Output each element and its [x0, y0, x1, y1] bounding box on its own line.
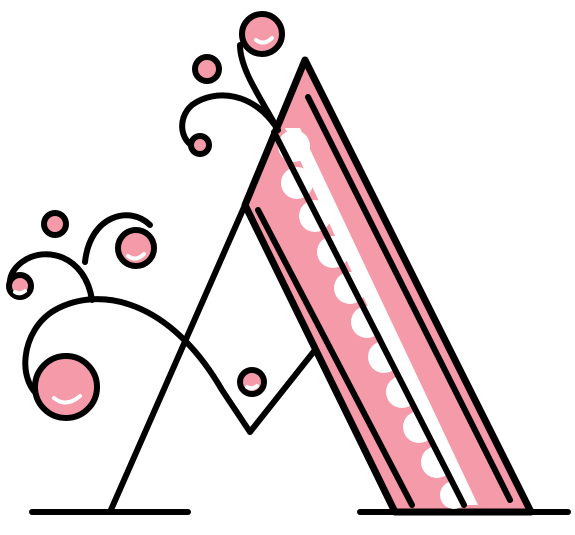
bubble-top-small	[192, 54, 222, 84]
bubble-bottom-large	[32, 353, 100, 421]
bubble-top-large	[239, 11, 285, 57]
highlight-bottom-large	[52, 394, 82, 405]
bubble-left-small	[41, 210, 69, 238]
middle-swirl	[82, 212, 153, 265]
upper-swirl	[179, 92, 281, 151]
inner-line-center	[271, 129, 467, 508]
pink-stroke-fill	[241, 56, 535, 516]
bubble-upper-swirl	[188, 133, 212, 157]
top-stem	[237, 42, 281, 133]
inner-line-left	[255, 207, 415, 508]
left-leg-line	[107, 202, 248, 515]
pink-right-stroke	[241, 56, 535, 516]
crossbar-swirl	[22, 296, 318, 435]
highlight-crossbar	[245, 384, 259, 391]
bubble-crossbar	[237, 367, 267, 397]
highlight-top-large	[254, 36, 274, 45]
highlight-left-tiny	[13, 289, 27, 296]
highlight-middle	[126, 252, 146, 261]
bubble-highlights	[13, 36, 274, 405]
bubble-middle	[115, 227, 157, 269]
inner-line-right	[305, 94, 513, 503]
bubbles	[6, 11, 285, 421]
